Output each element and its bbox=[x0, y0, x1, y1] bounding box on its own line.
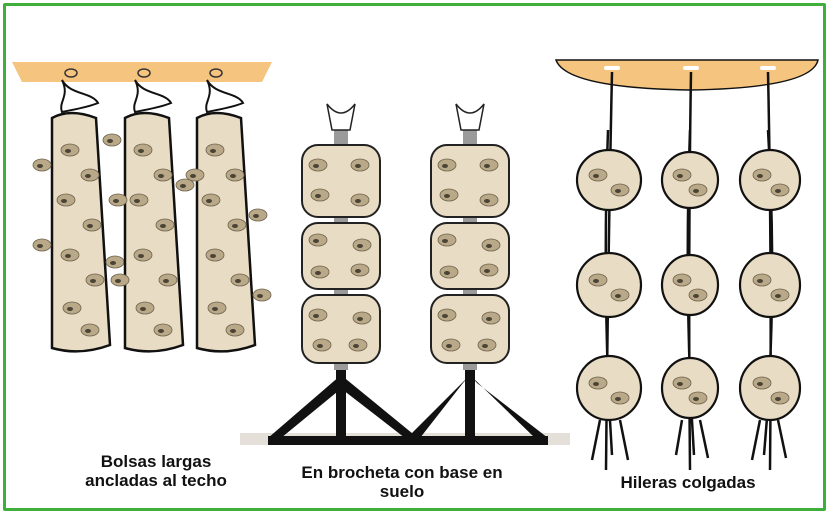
caption-long-bags: Bolsas largas ancladas al techo bbox=[56, 452, 256, 490]
caption-skewer: En brocheta con base en suelo bbox=[262, 463, 542, 501]
ceiling-board-left bbox=[12, 62, 272, 82]
caption-hanging-rows: Hileras colgadas bbox=[583, 473, 793, 492]
ceiling-hooks-left bbox=[64, 68, 223, 78]
skewer-stack-right bbox=[430, 103, 510, 370]
panel-long-bags bbox=[12, 62, 272, 353]
floor-stand bbox=[268, 362, 548, 445]
long-bag-2 bbox=[108, 79, 195, 353]
long-bag-3 bbox=[185, 79, 272, 353]
skewer-stack-left bbox=[301, 103, 381, 370]
caption-line: Hileras colgadas bbox=[620, 473, 756, 492]
caption-line: Bolsas largas bbox=[100, 452, 212, 471]
ceiling-slots-right bbox=[604, 66, 776, 70]
panel-skewer bbox=[240, 103, 570, 445]
figure-frame bbox=[3, 3, 826, 511]
ceiling-board-right bbox=[554, 59, 819, 91]
caption-line: suelo bbox=[379, 482, 425, 501]
long-bag-1 bbox=[32, 79, 125, 353]
panel-hanging-rows bbox=[554, 59, 819, 471]
caption-line: En brocheta con base en bbox=[301, 463, 503, 482]
caption-line: ancladas al techo bbox=[85, 471, 227, 490]
